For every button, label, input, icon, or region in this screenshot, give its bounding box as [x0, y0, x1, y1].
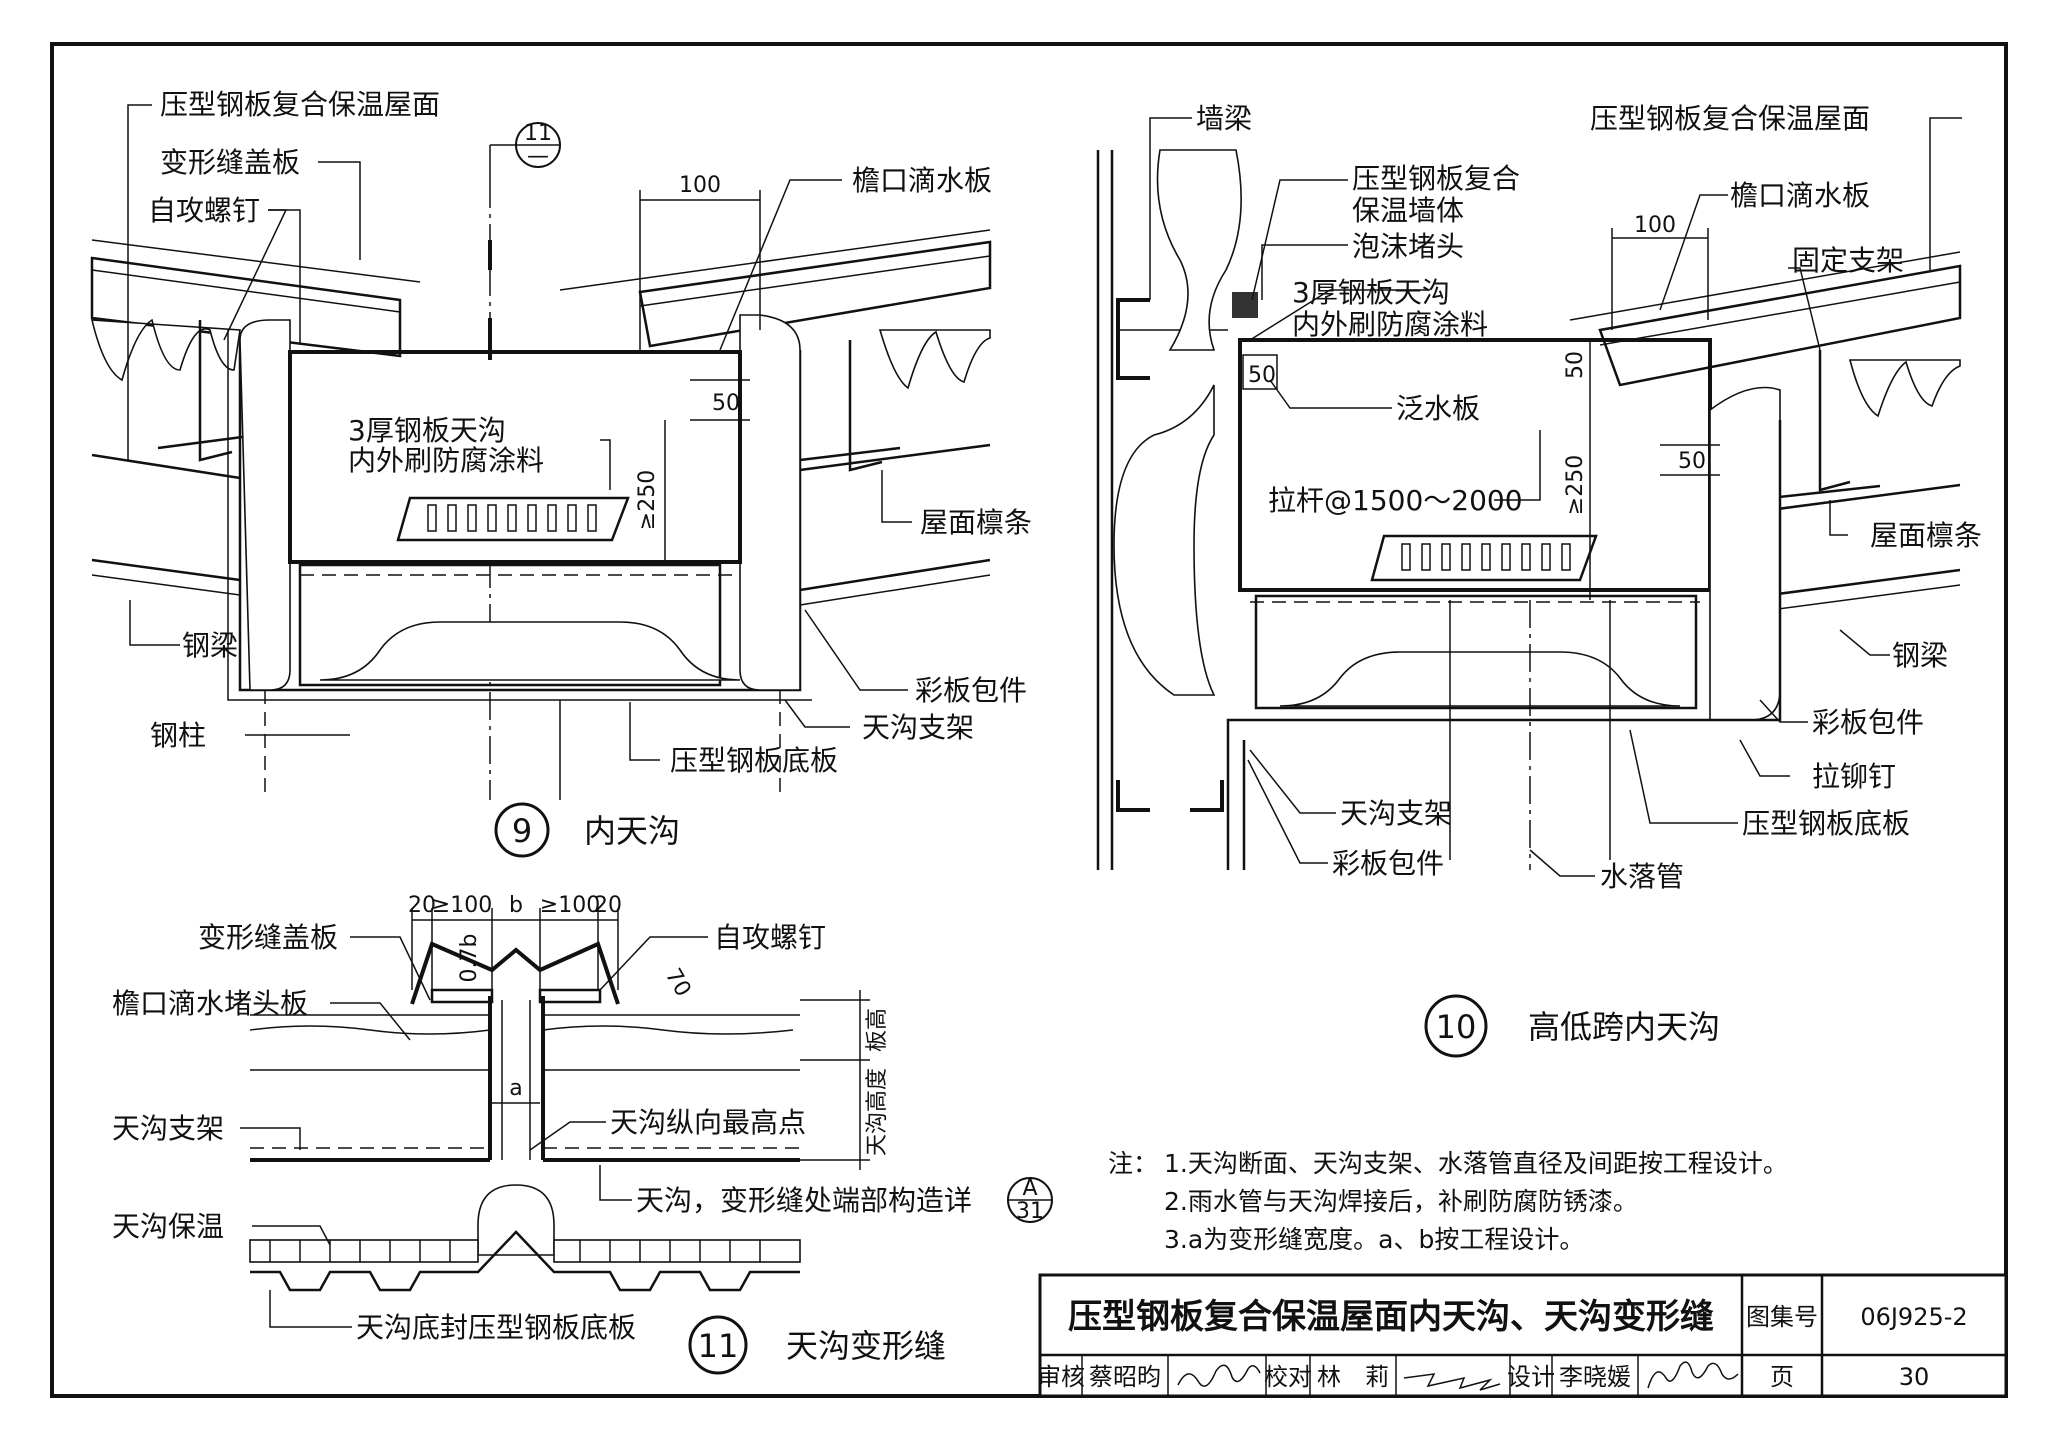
d11-number: 11: [698, 1327, 739, 1365]
d11-dim-1: 20: [408, 893, 436, 918]
d10-dim-100: 100: [1634, 213, 1676, 238]
d11-insulation-label: 天沟保温: [112, 1210, 224, 1243]
d9-gutter-label-1: 3厚钢板天沟: [348, 414, 506, 447]
note-2: 2.雨水管与天沟焊接后，补刷防腐防锈漆。: [1164, 1187, 1638, 1216]
d9-screw-label: 自攻螺钉: [148, 194, 260, 227]
d10-dim-250: ≥250: [1563, 455, 1588, 515]
d10-purlin-label: 屋面檩条: [1870, 519, 1982, 552]
d9-number-circle: [494, 802, 550, 858]
note-3: 3.a为变形缝宽度。a、b按工程设计。: [1164, 1225, 1584, 1254]
d11-plate-height-label: 板高: [865, 1008, 890, 1052]
d9-title: 内天沟: [584, 812, 680, 850]
sheet-title: 压型钢板复合保温屋面内天沟、天沟变形缝: [1068, 1297, 1714, 1337]
d10-dim-50b: 50: [1563, 351, 1588, 379]
designer-signature: [1647, 1361, 1739, 1389]
reviewer-signature: [1177, 1364, 1261, 1387]
d9-joint-cover-label: 变形缝盖板: [160, 146, 300, 179]
d10-tie-rod-label: 拉杆@1500～2000: [1268, 484, 1523, 517]
d9-dim-100: 100: [679, 173, 721, 198]
checker-signature: [1403, 1373, 1501, 1391]
designer-name: 李晓媛: [1559, 1363, 1631, 1391]
d11-gutter-support-label: 天沟支架: [112, 1112, 224, 1145]
d9-purlin-label: 屋面檩条: [920, 506, 1032, 539]
d10-wall-label-1: 压型钢板复合: [1352, 162, 1520, 195]
d9-gutter-label-2: 内外刷防腐涂料: [348, 444, 544, 477]
d11-dim-a: a: [509, 1076, 522, 1101]
d11-end-detail-label: 天沟，变形缝处端部构造详: [636, 1184, 972, 1217]
page-number: 30: [1899, 1363, 1930, 1391]
d9-ref-den: —: [527, 144, 549, 169]
note-1: 1.天沟断面、天沟支架、水落管直径及间距按工程设计。: [1164, 1149, 1788, 1178]
checker-name: 林 莉: [1317, 1363, 1389, 1391]
atlas-label: 图集号: [1746, 1303, 1818, 1331]
d10-downpipe-label: 水落管: [1600, 860, 1684, 893]
d10-title: 高低跨内天沟: [1528, 1008, 1720, 1046]
d10-dim-50a: 50: [1248, 363, 1276, 388]
notes-prefix: 注：: [1108, 1149, 1158, 1178]
detail-9-inner-gutter: 压型钢板复合保温屋面 变形缝盖板 自攻螺钉 11 — 100 檐口滴水板 50 …: [90, 88, 1032, 858]
design-label: 设计: [1507, 1363, 1555, 1391]
d9-roof-panel-label: 压型钢板复合保温屋面: [160, 88, 440, 121]
d10-wall-beam-label: 墙梁: [1196, 102, 1252, 135]
d10-eave-drip-label: 檐口滴水板: [1730, 179, 1870, 212]
d11-gutter-height-label: 天沟高度: [865, 1068, 890, 1156]
d9-dim-50: 50: [712, 391, 740, 416]
d10-number: 10: [1436, 1008, 1477, 1046]
notes: 注： 1.天沟断面、天沟支架、水落管直径及间距按工程设计。 2.雨水管与天沟焊接…: [1108, 1149, 1788, 1254]
d11-dim-4: ≥100: [540, 893, 600, 918]
d9-gutter-support-label: 天沟支架: [862, 711, 974, 744]
d11-ref-num: A: [1022, 1176, 1037, 1201]
d11-screw-label: 自攻螺钉: [714, 921, 826, 954]
foam-stop: [1232, 292, 1258, 318]
d9-flashing-label: 彩板包件: [915, 674, 1027, 707]
d10-flash-plate-label: 泛水板: [1396, 392, 1480, 425]
d10-bottom-plate-label: 压型钢板底板: [1742, 807, 1910, 840]
d10-number-circle: [1424, 994, 1488, 1058]
d11-dim-2: ≥100: [432, 893, 492, 918]
d11-title: 天沟变形缝: [786, 1327, 946, 1365]
d10-foam-label: 泡沫堵头: [1352, 230, 1464, 263]
d11-dim-07b: 0.7b: [457, 934, 482, 983]
reviewer-name: 蔡昭昀: [1089, 1363, 1161, 1391]
d10-rivet-label: 拉铆钉: [1812, 760, 1896, 793]
d10-flashing-label: 彩板包件: [1812, 706, 1924, 739]
d10-flashing2-label: 彩板包件: [1332, 847, 1444, 880]
d9-steel-beam-label: 钢梁: [182, 629, 238, 662]
d11-high-point-label: 天沟纵向最高点: [610, 1106, 806, 1139]
d9-number: 9: [512, 812, 532, 850]
d11-dim-5: 20: [594, 893, 622, 918]
d9-dim-250: ≥250: [635, 470, 660, 530]
d11-joint-cover-label: 变形缝盖板: [198, 921, 338, 954]
title-block: 压型钢板复合保温屋面内天沟、天沟变形缝 图集号 06J925-2 审核 蔡昭昀 …: [1037, 1273, 2008, 1398]
d10-gutter-label-2: 内外刷防腐涂料: [1292, 308, 1488, 341]
d10-steel-beam-label: 钢梁: [1892, 639, 1948, 672]
d10-roof-panel-label: 压型钢板复合保温屋面: [1590, 102, 1870, 135]
d11-bottom-label: 天沟底封压型钢板底板: [356, 1311, 636, 1344]
d10-gutter-label-1: 3厚钢板天沟: [1292, 276, 1450, 309]
d9-steel-column-label: 钢柱: [150, 719, 206, 752]
d10-fixed-bracket-label: 固定支架: [1792, 244, 1904, 277]
d10-wall-label-2: 保温墙体: [1352, 194, 1464, 227]
d9-eave-drip-label: 檐口滴水板: [852, 164, 992, 197]
d11-dim-70: 70: [660, 964, 696, 1001]
atlas-number: 06J925-2: [1860, 1303, 1967, 1331]
page-label: 页: [1770, 1363, 1794, 1391]
review-label: 审核: [1037, 1363, 1085, 1391]
d10-gutter-support-label: 天沟支架: [1340, 797, 1452, 830]
sheet-border: [50, 42, 2008, 1398]
d11-dim-3: b: [509, 893, 523, 918]
d11-eave-stop-label: 檐口滴水堵头板: [112, 987, 308, 1020]
d9-bottom-plate-label: 压型钢板底板: [670, 744, 838, 777]
d11-ref-den: 31: [1016, 1199, 1044, 1224]
detail-10-high-low-span-gutter: 墙梁 压型钢板复合保温屋面 压型钢板复合 保温墙体 泡沫堵头 100 檐口滴水板…: [1096, 102, 1982, 1058]
d10-dim-50c: 50: [1678, 449, 1706, 474]
detail-11-gutter-expansion-joint: 20 ≥100 b ≥100 20 0.7b 70 a 变形缝盖板 自攻螺钉 檐…: [112, 893, 1053, 1375]
check-label: 校对: [1264, 1363, 1312, 1391]
d11-number-circle: [688, 1315, 748, 1375]
d9-ref-num: 11: [524, 121, 552, 146]
